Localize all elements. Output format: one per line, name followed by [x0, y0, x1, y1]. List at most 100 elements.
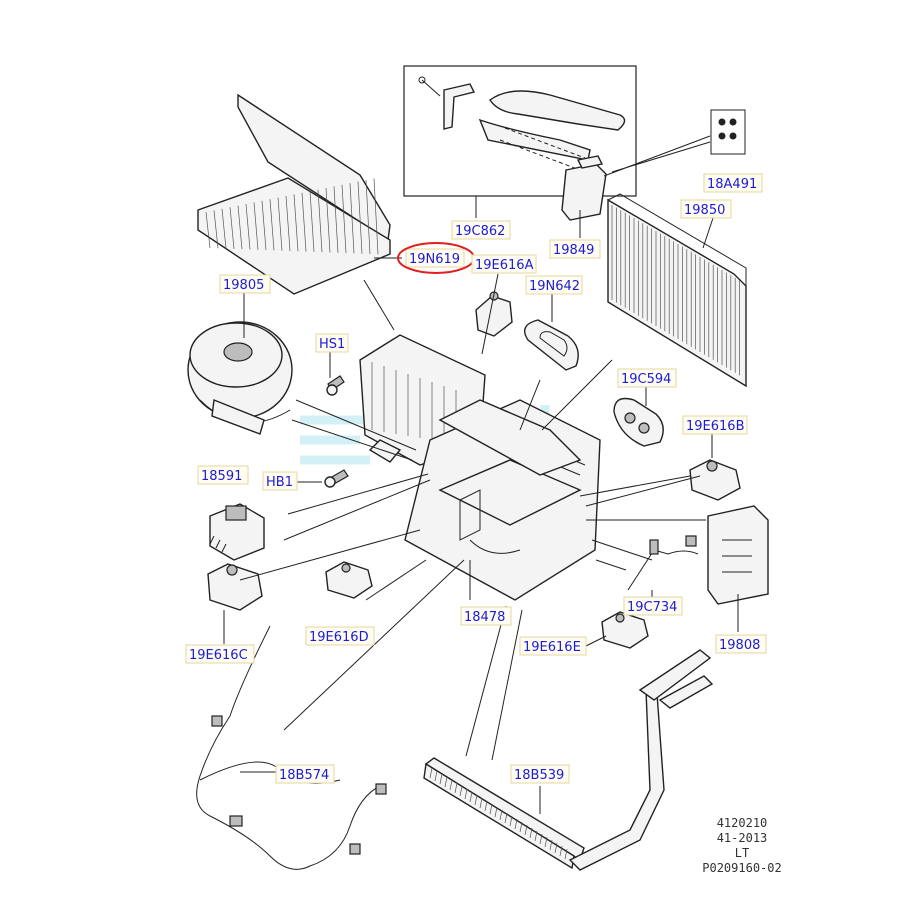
fin-line	[559, 845, 563, 857]
svg-text:19E616A: 19E616A	[475, 258, 534, 273]
note-line-4: P0209160-02	[702, 861, 782, 875]
svg-text:19808: 19808	[719, 638, 760, 653]
fin-line	[261, 200, 267, 251]
fin-line	[205, 211, 211, 249]
label-18B539: 18B539	[510, 764, 570, 784]
fin-line	[554, 842, 558, 854]
svg-text:19C862: 19C862	[455, 224, 505, 239]
fin-line	[333, 186, 339, 253]
label-19N619: 19N619	[405, 248, 465, 268]
fin-line	[237, 205, 243, 250]
svg-text:19E616B: 19E616B	[686, 419, 745, 434]
fin-line	[357, 181, 363, 254]
expansion-valve-inset	[403, 65, 637, 197]
fin-line	[325, 187, 331, 253]
svg-text:HS1: HS1	[319, 337, 345, 352]
actuator-19E616B	[689, 459, 741, 501]
label-19850: 19850	[680, 199, 732, 219]
actuator-19E616A	[475, 291, 513, 337]
label-19E616D: 19E616D	[305, 626, 375, 646]
fin-line	[539, 833, 543, 845]
fin-line	[454, 782, 458, 794]
fin-line	[474, 794, 478, 806]
fin-line	[317, 189, 323, 253]
fin-line	[253, 202, 259, 250]
fin-line	[464, 788, 468, 800]
label-19E616B: 19E616B	[682, 415, 748, 435]
fin-line	[434, 770, 438, 782]
svg-text:19E616D: 19E616D	[309, 630, 369, 645]
fin-line	[564, 848, 568, 860]
label-19C734: 19C734	[623, 596, 683, 616]
fin-line	[229, 207, 235, 249]
svg-text:18A491: 18A491	[707, 177, 757, 192]
svg-text:19C594: 19C594	[621, 372, 671, 387]
label-19C862: 19C862	[451, 220, 511, 240]
svg-text:19N642: 19N642	[529, 279, 580, 294]
fin-line	[285, 195, 291, 252]
part-18478-hvac-module	[404, 399, 601, 601]
label-19849: 19849	[549, 239, 601, 259]
fin-line	[514, 818, 518, 830]
fin-line	[301, 192, 307, 252]
fin-line	[509, 815, 513, 827]
fin-line	[534, 830, 538, 842]
svg-text:19E616E: 19E616E	[523, 640, 581, 655]
part-18B539-heater-core	[423, 649, 714, 871]
label-19E616E: 19E616E	[519, 636, 587, 656]
part-19C594-seal	[613, 397, 664, 447]
fin-line	[269, 199, 275, 251]
part-19805-blower-motor	[187, 321, 293, 435]
actuator-19E616C	[207, 563, 263, 611]
label-19C594: 19C594	[617, 368, 677, 388]
svg-text:19850: 19850	[684, 203, 725, 218]
reference-note: 4120210 41-2013 LT P0209160-02	[700, 816, 784, 876]
fin-line	[479, 797, 483, 809]
svg-text:HB1: HB1	[266, 475, 293, 490]
fin-line	[489, 803, 493, 815]
svg-text:18591: 18591	[201, 469, 242, 484]
fin-line	[373, 178, 379, 255]
note-line-3: LT	[734, 846, 750, 860]
fin-line	[349, 183, 355, 254]
part-19N619-cabin-filter	[197, 93, 391, 295]
svg-text:18B574: 18B574	[279, 768, 329, 783]
fin-line	[293, 194, 299, 252]
fin-line	[365, 179, 371, 255]
svg-text:18B539: 18B539	[514, 768, 564, 783]
fin-line	[245, 203, 251, 250]
fin-line	[544, 836, 548, 848]
actuator-19E616D	[325, 561, 373, 599]
part-19N642-seal	[524, 319, 579, 371]
svg-text:19C734: 19C734	[627, 600, 677, 615]
svg-text:19N619: 19N619	[409, 252, 460, 267]
label-18478: 18478	[460, 606, 512, 626]
part-19C734-sensor	[627, 535, 699, 591]
note-line-1: 4120210	[716, 816, 768, 830]
fin-line	[524, 824, 528, 836]
label-19805: 19805	[219, 274, 271, 294]
fin-line	[221, 208, 227, 249]
svg-text:19849: 19849	[553, 243, 594, 258]
part-18A491-oring-kit	[710, 109, 746, 155]
fin-line	[341, 184, 347, 254]
label-18A491: 18A491	[703, 173, 763, 193]
fin-line	[444, 776, 448, 788]
label-19808: 19808	[715, 634, 767, 654]
label-19N642: 19N642	[525, 275, 583, 295]
actuator-19E616E	[601, 611, 649, 649]
label-18591: 18591	[197, 465, 249, 485]
label-HS1: HS1	[315, 333, 349, 353]
fin-line	[469, 791, 473, 803]
label-19E616A: 19E616A	[471, 254, 537, 274]
screw-HB1	[324, 469, 349, 488]
fin-line	[459, 785, 463, 797]
fin-line	[449, 779, 453, 791]
fin-line	[549, 839, 553, 851]
svg-text:19E616C: 19E616C	[189, 648, 248, 663]
fin-line	[439, 773, 443, 785]
part-19808-control-module	[707, 505, 769, 605]
fin-line	[213, 210, 219, 249]
label-HB1: HB1	[262, 471, 298, 491]
